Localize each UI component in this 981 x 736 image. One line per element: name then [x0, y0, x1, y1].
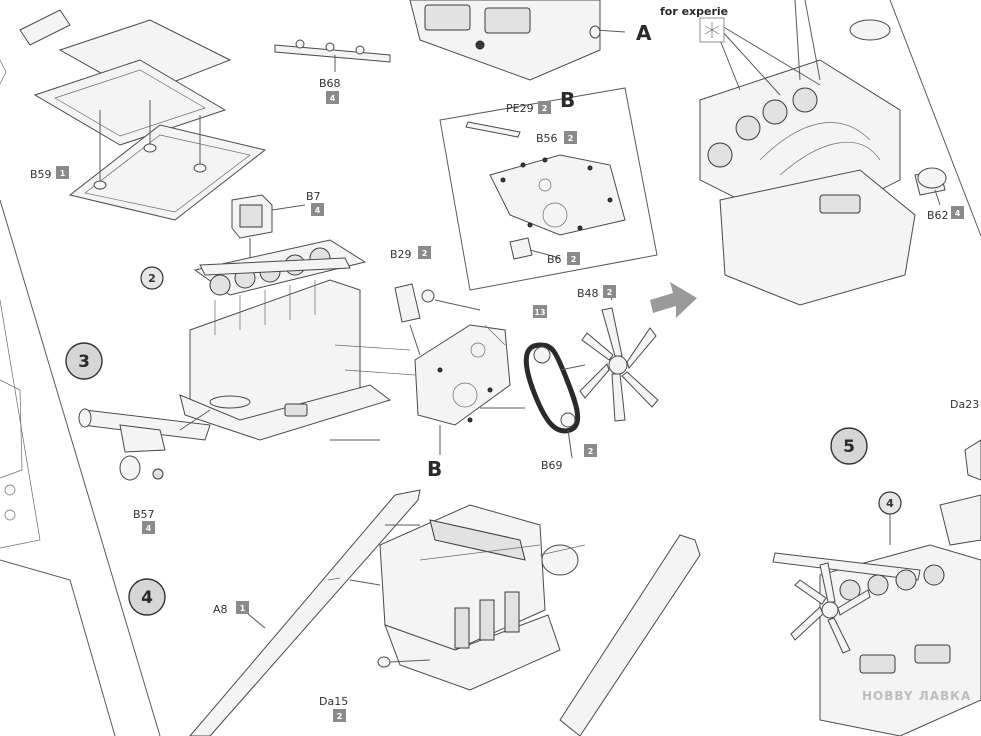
letter-a: A — [636, 21, 652, 45]
cap-b62 — [917, 167, 947, 206]
part-qty: 4 — [955, 209, 961, 218]
part-code: A8 — [213, 603, 228, 616]
part-code: B48 — [577, 287, 599, 300]
part-qty: 4 — [146, 524, 152, 533]
part-qty: 2 — [571, 255, 577, 264]
part-label-b29: B29 2 — [390, 246, 431, 261]
part-qty: 2 — [422, 249, 428, 258]
detail-box-b — [439, 87, 658, 291]
part-label-13: 13 — [533, 305, 547, 318]
sub-marker-4-number: 4 — [886, 497, 894, 510]
sub-marker-4: 4 — [878, 491, 902, 515]
bracket-b29 — [394, 283, 435, 356]
timing-cover-b — [414, 299, 525, 455]
part-qty: 1 — [240, 604, 246, 613]
part-qty: 4 — [330, 94, 336, 103]
engine-step5 — [772, 439, 981, 736]
oil-pan-assembly — [19, 9, 267, 221]
part-code: 13 — [534, 308, 545, 317]
left-edge-fragments — [0, 59, 23, 521]
part-label-b6: B6 2 — [547, 252, 580, 266]
part-label-b56: B56 2 — [536, 131, 577, 145]
part-label-da15: Da15 2 — [319, 695, 348, 722]
part-qty: 2 — [588, 447, 594, 456]
part-code: B6 — [547, 253, 562, 266]
step-4-number: 4 — [141, 588, 153, 608]
part-qty: 2 — [568, 134, 574, 143]
part-code: B57 — [133, 508, 155, 521]
step-3-number: 3 — [78, 352, 90, 372]
part-label-pe29: PE29 2 — [506, 101, 551, 115]
engine-step4 — [377, 504, 586, 691]
part-label-b59: B59 1 — [30, 166, 69, 181]
instruction-note: for experie — [660, 5, 728, 18]
part-code: B29 — [390, 248, 412, 261]
watermark: HOBBY ЛАВКА — [862, 689, 971, 703]
engine-block-step3 — [179, 239, 416, 441]
part-code: Da23 — [950, 398, 979, 411]
step-5-number: 5 — [843, 437, 855, 457]
part-label-b62: B62 4 — [927, 206, 964, 222]
frame-rail-a8 — [189, 489, 701, 736]
part-label-da23: Da23 — [950, 398, 979, 411]
part-qty: 1 — [60, 169, 66, 178]
part-label-b48: B48 2 — [577, 285, 616, 300]
part-code: B69 — [541, 459, 563, 472]
part-code: Da15 — [319, 695, 348, 708]
exhaust-pipe-b68 — [274, 39, 391, 72]
step-4-marker: 4 — [128, 578, 166, 616]
asterisk-icon — [699, 17, 725, 43]
part-label-a8: A8 1 — [213, 601, 249, 616]
letter-b-detail: B — [560, 88, 575, 112]
part-qty: 2 — [607, 288, 613, 297]
step-3-marker: 3 — [65, 342, 103, 380]
fan-belt — [523, 342, 586, 459]
letter-b-cover: B — [427, 457, 442, 481]
part-code: PE29 — [506, 102, 534, 115]
part-label-b69: B69 2 — [541, 444, 597, 472]
manifold-b57 — [78, 408, 211, 481]
step-5-marker: 5 — [830, 427, 868, 465]
part-code: B59 — [30, 168, 52, 181]
engine-assembled-top-right — [699, 0, 946, 306]
part-label-b57: B57 4 — [133, 508, 155, 534]
part-qty: 4 — [315, 206, 321, 215]
sub-marker-2-number: 2 — [148, 272, 156, 285]
part-qty: 2 — [542, 104, 548, 113]
mount-b7 — [231, 194, 306, 260]
part-code: B68 — [319, 77, 341, 90]
engine-top-fragment — [409, 0, 626, 81]
part-code: B62 — [927, 209, 949, 222]
part-label-b68: B68 4 — [319, 77, 341, 104]
part-qty: 2 — [337, 712, 343, 721]
sub-marker-2: 2 — [140, 266, 164, 290]
right-arrow-icon — [650, 282, 697, 318]
part-code: B56 — [536, 132, 558, 145]
part-label-b7: B7 4 — [306, 190, 324, 216]
part-code: B7 — [306, 190, 321, 203]
fan-b48 — [579, 289, 659, 422]
